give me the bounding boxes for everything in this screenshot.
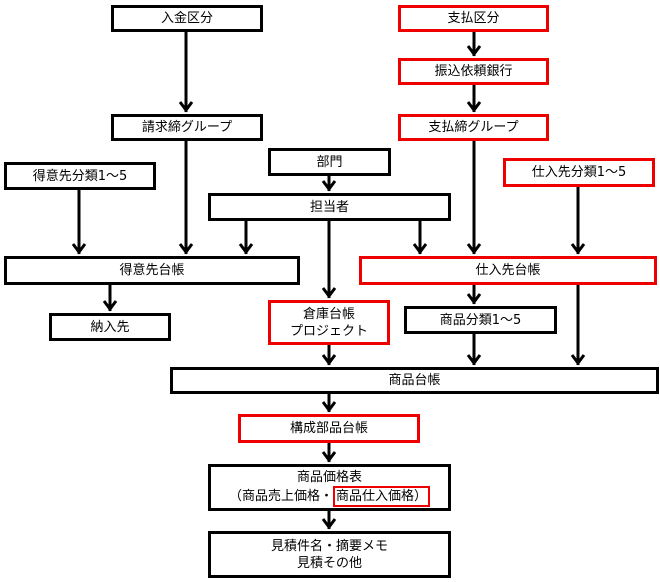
node-label-line1: 商品価格表: [296, 469, 362, 485]
arrowhead: [102, 300, 118, 312]
node-tantosha: 担当者: [208, 193, 451, 221]
node-label-line2: プロジェクト: [289, 323, 368, 339]
node-kosei-buhin-daicho: 構成部品台帳: [238, 414, 420, 443]
node-tokuisaki-daicho: 得意先台帳: [4, 256, 300, 285]
arrowhead: [178, 243, 194, 255]
node-label: 支払締グループ: [428, 120, 519, 135]
node-label: 支払区分: [447, 11, 500, 26]
node-label: 構成部品台帳: [289, 421, 368, 436]
node-label: 仕入先台帳: [475, 263, 541, 278]
arrowhead: [412, 243, 428, 255]
node-label: 商品台帳: [388, 373, 441, 388]
arrowhead: [466, 243, 482, 255]
node-shohin-daicho: 商品台帳: [170, 367, 659, 394]
node-mitsumori: 見積件名・摘要メモ 見積その他: [208, 531, 451, 578]
arrowhead: [238, 243, 254, 255]
node-label: 商品分類1～5: [439, 312, 522, 328]
node-label: 納入先: [90, 319, 130, 335]
arrowhead: [71, 243, 87, 255]
arrowhead: [321, 354, 337, 366]
node-nyukin-kubun: 入金区分: [111, 5, 263, 32]
arrowhead: [466, 45, 482, 57]
node-label: 請求締グループ: [141, 120, 233, 135]
node-label: 仕入先分類1～5: [531, 165, 627, 180]
node-seikyu-shime-group: 請求締グループ: [111, 114, 263, 141]
node-label: 得意先分類1～5: [32, 168, 128, 184]
node-label-line1: 倉庫台帳: [302, 306, 355, 322]
arrowhead: [321, 287, 337, 299]
node-tokuisaki-bunrui: 得意先分類1～5: [4, 162, 156, 190]
arrowhead: [466, 354, 482, 366]
node-shiiresaki-bunrui: 仕入先分類1～5: [503, 158, 655, 187]
node-label-line2: （商品売上価格・商品仕入価格）: [228, 485, 431, 507]
arrowhead: [321, 518, 337, 530]
node-label-line1: 見積件名・摘要メモ: [270, 538, 388, 554]
arrowhead: [178, 101, 194, 113]
node-label: 部門: [316, 154, 343, 170]
node-furikomi-irai-ginko: 振込依頼銀行: [398, 58, 549, 85]
arrowhead: [466, 293, 482, 305]
arrowhead: [321, 401, 337, 413]
node-shohin-bunrui: 商品分類1～5: [404, 306, 557, 334]
arrowhead: [321, 180, 337, 192]
price-purchase-label-highlighted: 商品仕入価格）: [333, 485, 431, 507]
node-nonyusaki: 納入先: [49, 313, 171, 341]
arrowhead: [466, 101, 482, 113]
arrowhead: [321, 451, 337, 463]
arrowhead: [570, 243, 586, 255]
node-label: 入金区分: [160, 11, 213, 26]
node-shiiresaki-daicho: 仕入先台帳: [359, 256, 657, 285]
node-label: 担当者: [309, 199, 349, 215]
node-shiharai-kubun: 支払区分: [398, 5, 549, 32]
node-shohin-kakakuhyo: 商品価格表 （商品売上価格・商品仕入価格）: [208, 464, 451, 511]
node-label-line2: 見積その他: [296, 555, 362, 571]
node-shiharai-shime-group: 支払締グループ: [398, 114, 549, 141]
node-bumon: 部門: [268, 148, 391, 176]
node-label: 得意先台帳: [119, 263, 185, 278]
node-soko-daicho-project: 倉庫台帳 プロジェクト: [268, 300, 390, 345]
node-label: 振込依頼銀行: [434, 64, 513, 79]
price-sales-label: （商品売上価格・: [228, 488, 333, 504]
arrowhead: [570, 354, 586, 366]
